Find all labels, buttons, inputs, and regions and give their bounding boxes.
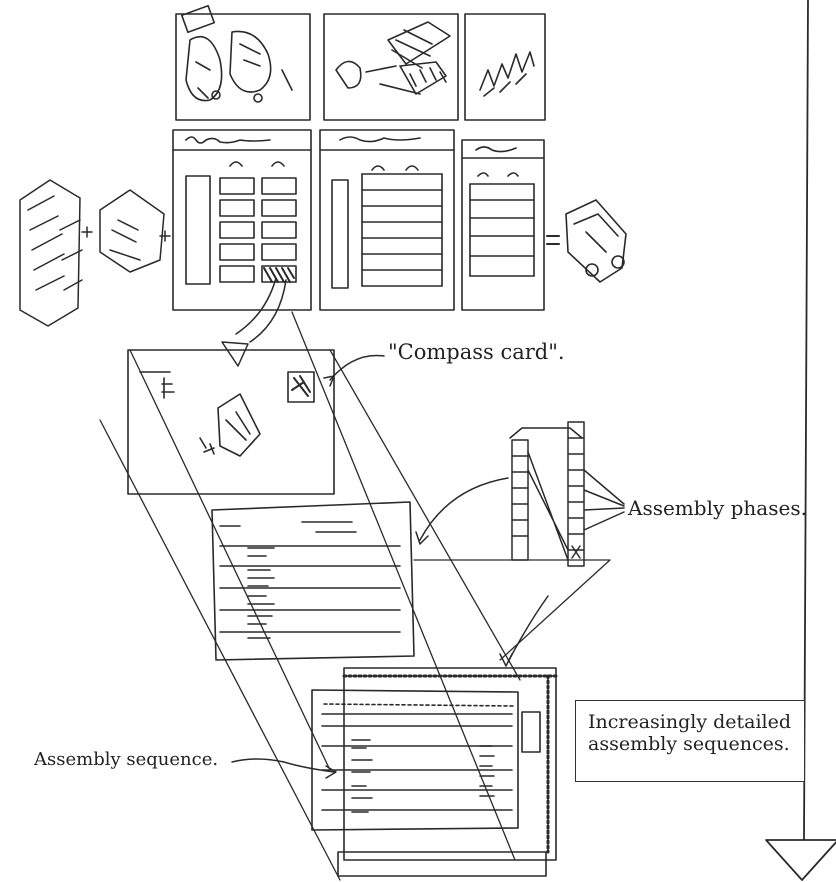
parts-stack-sketch	[20, 180, 170, 326]
detailed-sequence-sheet	[312, 668, 556, 876]
detail-caption-text: Increasingly detailed assembly sequences…	[588, 712, 800, 756]
projection-lines	[100, 312, 610, 880]
top-sketch-thumbnail-3	[465, 14, 545, 120]
finished-car-sketch	[566, 200, 626, 282]
planning-sheet-3	[462, 140, 544, 310]
compass-card-view	[128, 350, 334, 494]
assembly-phases-label: Assembly phases.	[628, 497, 807, 520]
zoom-arrow	[222, 278, 286, 366]
equals-sign	[547, 236, 559, 244]
assembly-sequence-label: Assembly sequence.	[34, 750, 218, 771]
phase-sheet-pointer	[508, 596, 548, 662]
phase-sheet-view	[212, 502, 414, 660]
assembly-phases-strip	[510, 422, 624, 566]
compass-card-pointer	[330, 356, 384, 381]
top-sketch-thumbnail-2	[324, 14, 458, 120]
assembly-phases-pointer	[420, 478, 508, 540]
planning-sheet-1	[173, 130, 311, 310]
planning-sheet-2	[320, 130, 454, 310]
top-sketch-thumbnail-1	[176, 6, 310, 120]
assembly-phases-pointer-head	[416, 532, 428, 544]
compass-card-label: "Compass card".	[388, 340, 565, 364]
detail-caption-box: Increasingly detailed assembly sequences…	[575, 700, 805, 782]
